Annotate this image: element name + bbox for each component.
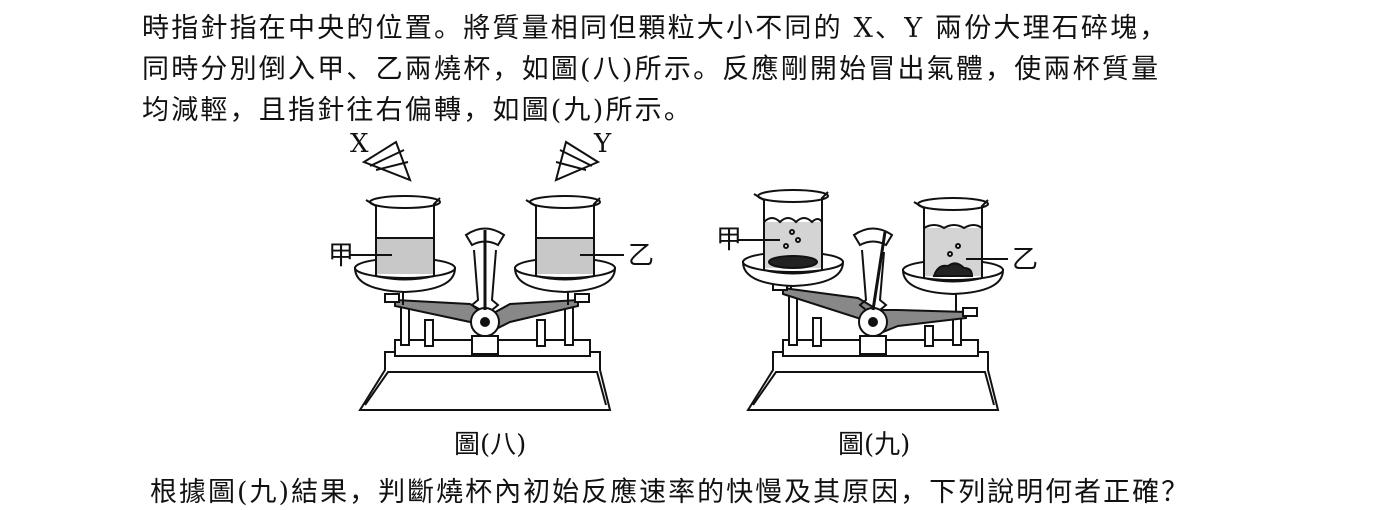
beaker-right-9 [913, 197, 989, 283]
pointer-scale-9 [852, 227, 894, 247]
beaker-left-9 [753, 189, 829, 275]
chunk-particles-y [932, 262, 974, 277]
beaker-left [365, 195, 441, 281]
label-beaker-yi-8: 乙 [628, 241, 654, 271]
paragraph-line-3: 均減輕，且指針往右偏轉，如圖(九)所示。 [142, 95, 694, 126]
label-x: X [350, 129, 369, 159]
paragraph-line-2: 同時分別倒入甲、乙兩燒杯，如圖(八)所示。反應剛開始冒出氣體，使兩杯質量 [142, 54, 1161, 85]
small-particles-x [768, 255, 818, 269]
pointer-needle-9 [871, 231, 887, 311]
label-beaker-jia-8: 甲 [328, 241, 354, 271]
label-y: Y [593, 129, 612, 159]
label-beaker-yi-9: 乙 [1012, 245, 1038, 275]
figure-8-balance: X Y [328, 129, 654, 411]
question-text: 根據圖(九)結果，判斷燒杯內初始反應速率的快慢及其原因，下列說明何者正確？ [150, 477, 1191, 508]
caption-figure-8: 圖(八) [454, 430, 527, 460]
paper-cone-x [361, 140, 412, 182]
figure-9-balance: 甲 乙 [716, 189, 1038, 411]
paragraph-line-1: 時指針指在中央的位置。將質量相同但顆粒大小不同的 X、Y 兩份大理石碎塊， [142, 13, 1169, 44]
label-beaker-jia-9: 甲 [716, 225, 742, 255]
paper-cone-y [554, 140, 601, 182]
balance-base [358, 351, 612, 411]
caption-figure-9: 圖(九) [838, 430, 911, 460]
balance-base-9 [746, 351, 1000, 411]
beaker-right [525, 195, 601, 281]
